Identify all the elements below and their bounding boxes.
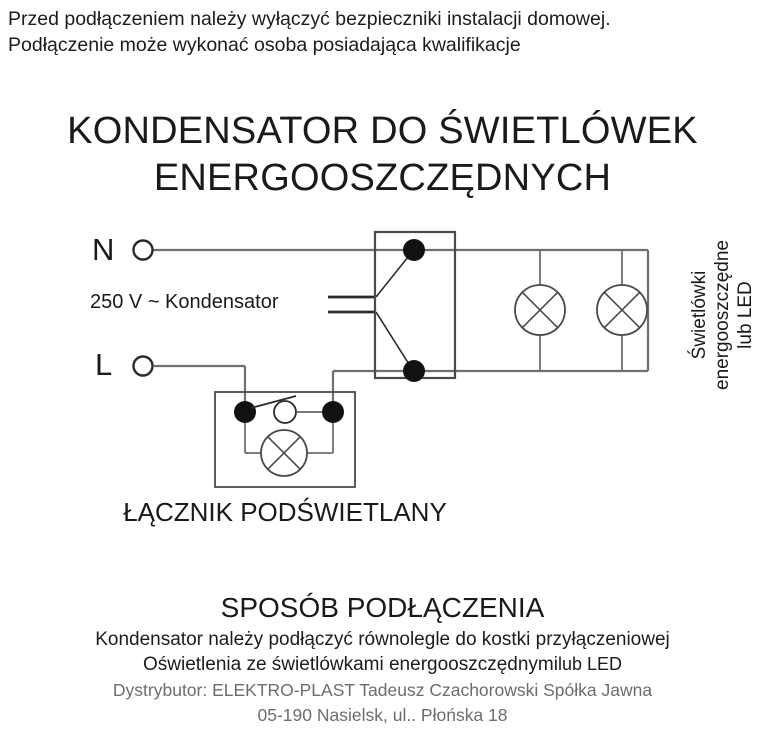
switch-caption: ŁĄCZNIK PODŚWIETLANY (123, 497, 447, 527)
junction-dot-top (403, 239, 425, 261)
switch-enclosure-body (214, 391, 356, 488)
howto-body: Kondensator należy podłączyć równolegle … (0, 628, 765, 677)
howto-line-2-wrapper: Oświetlenia ze świetlówkami energooszczę… (0, 652, 765, 677)
safety-warning-line-1: Przed podłączeniem należy wyłączyć bezpi… (8, 8, 611, 30)
lamp-1-cross-b (521, 291, 559, 329)
terminal-n-circle (132, 239, 154, 261)
safety-warning-line-2: Podłączenie może wykonać osoba posiadają… (8, 34, 521, 56)
wire-capacitor-lead-top (375, 251, 413, 298)
terminal-l-label: L (95, 347, 113, 382)
junction-dot-bottom (403, 360, 425, 382)
capacitor-label: 250 V ~ Kondensator (90, 291, 279, 313)
howto-line-2-suffix: lub LED (557, 654, 623, 674)
lamp-2-cross-b (603, 291, 641, 329)
page-title-line-1: KONDENSATOR DO ŚWIETLÓWEK (67, 110, 698, 152)
howto-title: SPOSÓB PODŁĄCZENIA (220, 592, 545, 623)
switch-lamp-cross-b (267, 436, 301, 470)
switch-terminal-out-dot (322, 401, 344, 423)
howto-line-2: Oświetlenia ze świetlówkami energooszczę… (142, 654, 558, 675)
terminal-l-circle (132, 355, 154, 377)
terminal-n-label: N (92, 232, 115, 267)
wire-capacitor-lead-bottom (375, 311, 413, 370)
switch-terminal-in-dot (234, 401, 256, 423)
distributor-line-1: Dystrybutor: ELEKTRO-PLAST Tadeusz Czach… (112, 680, 653, 700)
page-title-line-2: ENERGOOSZCZĘDNYCH (153, 157, 612, 199)
safety-warning-block: Przed podłączeniem należy wyłączyć bezpi… (8, 6, 760, 58)
page-title: KONDENSATOR DO ŚWIETLÓWEK ENERGOOSZCZĘDN… (0, 108, 765, 202)
howto-line-1: Kondensator należy podłączyć równolegle … (95, 629, 670, 650)
switch-lever (250, 395, 297, 409)
distributor-line-2: 05-190 Nasielsk, ul.. Płońska 18 (257, 705, 508, 725)
distributor-footer: Dystrybutor: ELEKTRO-PLAST Tadeusz Czach… (0, 678, 765, 728)
neon-indicator-circle (273, 400, 297, 424)
